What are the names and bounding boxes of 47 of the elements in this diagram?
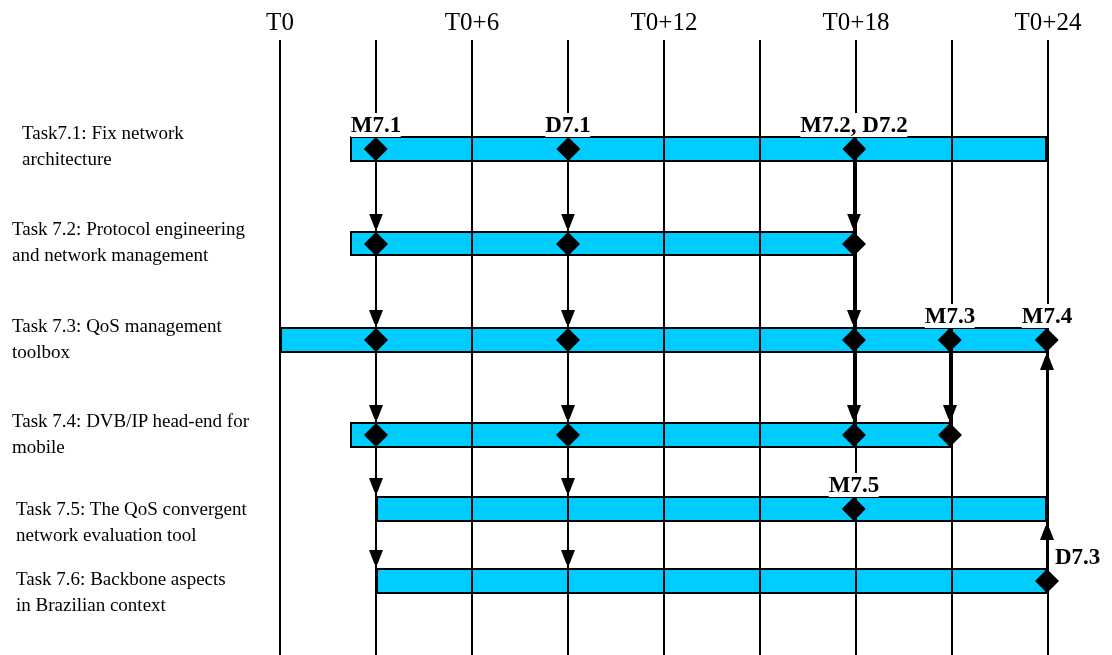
task-label: Task 7.6: Backbone aspects in Brazilian context [16, 567, 227, 617]
task-label: Task 7.5: The QoS convergent network evaluation tool [16, 497, 248, 547]
task-label: Task 7.2: Protocol engineering and network management [12, 217, 246, 267]
milestone-diamond [556, 328, 580, 352]
axis-label: T0+12 [630, 8, 698, 36]
milestone-label: M7.4 [1021, 304, 1073, 328]
milestone-label: M7.2, D7.2 [800, 113, 908, 137]
milestone-diamond [842, 231, 866, 256]
milestone-label: M7.3 [924, 304, 976, 328]
arrow [369, 521, 383, 569]
task-bar [350, 422, 952, 448]
milestone [800, 113, 908, 161]
arrow [943, 351, 957, 424]
axis-label: T0+24 [1014, 8, 1082, 36]
task-bar [350, 136, 1047, 162]
milestone-label: M7.1 [350, 113, 402, 137]
milestone [1021, 304, 1073, 352]
arrow [847, 254, 861, 329]
arrow [1040, 351, 1054, 497]
task-label: Task 7.4: DVB/IP head-end for mobile [12, 409, 250, 459]
milestone-diamond [364, 231, 388, 256]
milestone [350, 113, 402, 161]
milestone-diamond [842, 423, 866, 447]
arrow [847, 160, 861, 233]
arrow [561, 521, 575, 569]
milestone [924, 304, 976, 352]
milestone-diamond [364, 328, 388, 352]
milestone-diamond [556, 423, 580, 447]
task-label: Task7.1: Fix network architecture [22, 121, 185, 171]
axis-label: T0+18 [822, 8, 890, 36]
milestone-diamond [938, 423, 962, 447]
milestone-diamond [364, 423, 388, 447]
axis-label: T0+6 [444, 8, 500, 36]
milestone [545, 113, 591, 161]
task-bar [376, 568, 1047, 594]
milestone-label: M7.5 [828, 473, 880, 497]
task-bar [376, 496, 1047, 522]
milestone-label: D7.1 [545, 113, 591, 137]
arrow [1040, 521, 1054, 570]
task-bar [280, 327, 1047, 353]
task-label: Task 7.3: QoS management toolbox [12, 314, 223, 364]
task-bar [350, 231, 855, 256]
milestone-diamond [842, 328, 866, 352]
milestone-diamond [556, 231, 580, 256]
arrow [847, 351, 861, 424]
axis-label: T0 [266, 8, 294, 36]
milestone [828, 473, 880, 521]
